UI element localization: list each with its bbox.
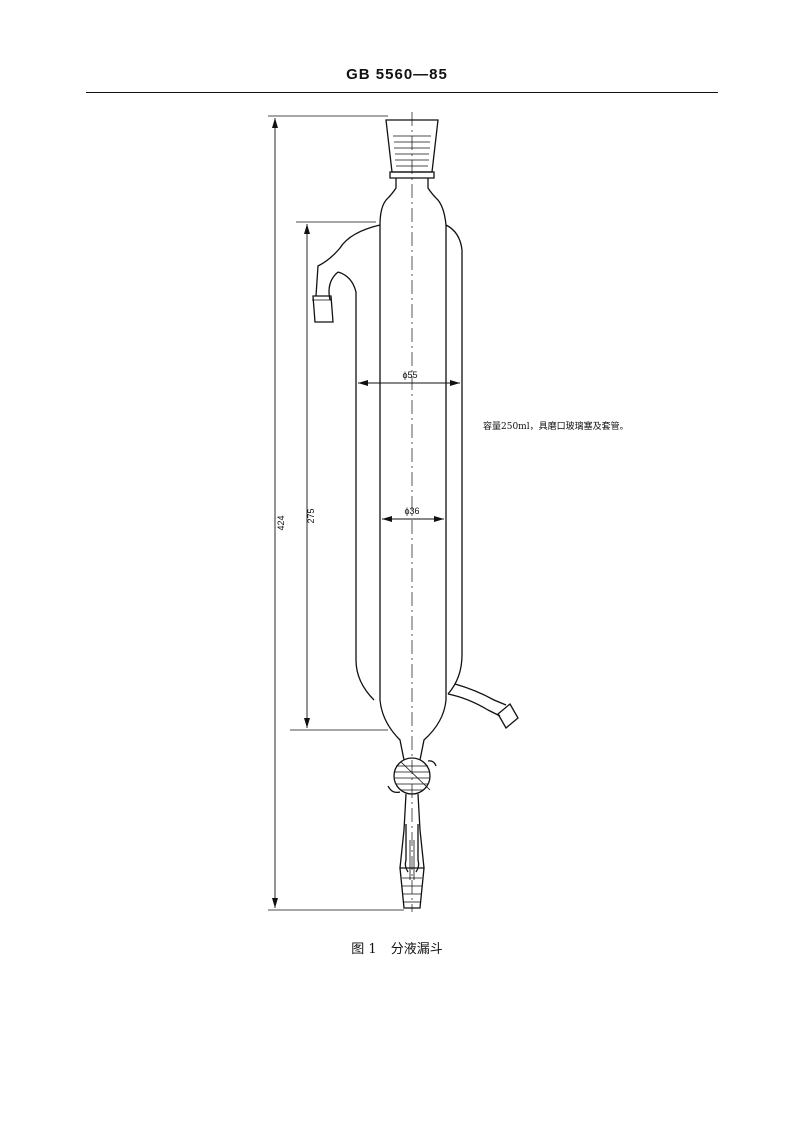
figure-title: 分液漏斗 <box>390 942 443 957</box>
figure-caption: 图 1 分液漏斗 <box>0 938 794 957</box>
jacket-length-label: 275 <box>306 508 316 523</box>
figure-number: 图 1 <box>351 942 377 957</box>
upper-side-tube <box>312 295 334 323</box>
inner-diameter-label: ϕ36 <box>404 506 419 516</box>
outer-diameter-label: ϕ55 <box>402 370 417 380</box>
inner-tube <box>379 225 447 761</box>
lower-side-tube <box>447 683 519 729</box>
overall-height-label: 424 <box>276 515 286 530</box>
capacity-note: 容量250ml，具磨口玻璃塞及套管。 <box>483 422 629 432</box>
standard-code: GB 5560—85 <box>346 66 448 83</box>
outer-jacket <box>315 197 463 701</box>
header-rule <box>86 92 718 93</box>
